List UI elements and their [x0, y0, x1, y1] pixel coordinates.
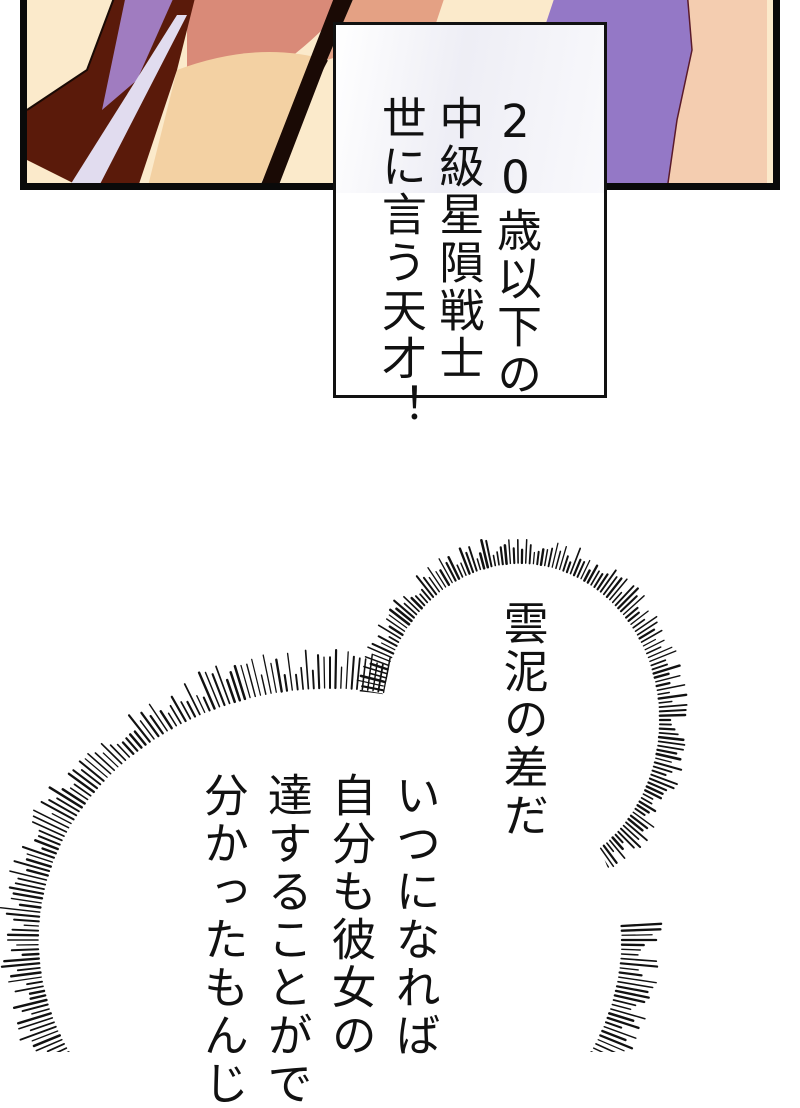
thought-bubble-1-text: 雲泥の差だ: [493, 600, 551, 840]
thought-bubble-2-text: いつになれば 自分も彼女の 達することがで 分かったもんじ: [190, 772, 446, 1108]
